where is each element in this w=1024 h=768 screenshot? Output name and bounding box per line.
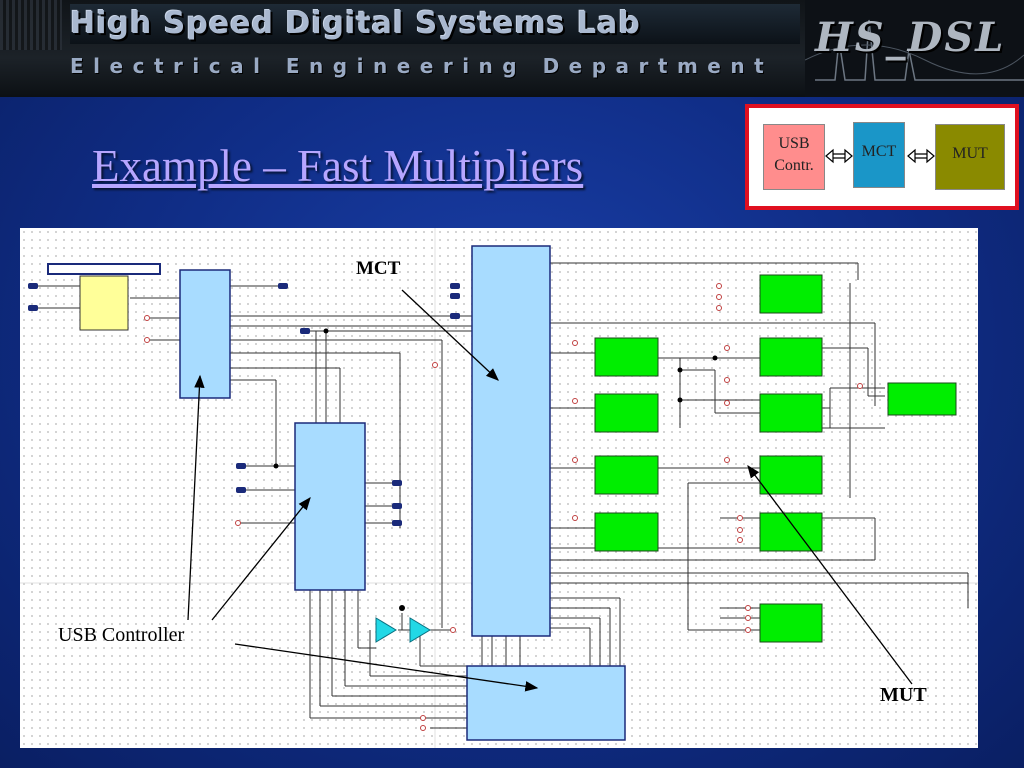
- mut-block-2: [594, 337, 659, 377]
- legend-mut-label: MUT: [952, 145, 988, 162]
- legend-mct-label: MCT: [861, 143, 897, 160]
- mct-block: [471, 245, 551, 637]
- mut-block-11: [759, 603, 823, 643]
- callout-arrows: [187, 289, 913, 692]
- mut-callout-label: MUT: [880, 684, 927, 706]
- io-pins: [28, 283, 460, 526]
- usb-controller-block-middle: [294, 422, 366, 591]
- input-bus-bar: [47, 263, 161, 275]
- input-register-block: [79, 275, 129, 331]
- department-title: Electrical Engineering Department: [70, 54, 774, 78]
- mut-block-3: [759, 337, 823, 377]
- block-legend: USB Contr. MCT MUT: [745, 104, 1019, 210]
- lab-banner: High Speed Digital Systems Lab Electrica…: [0, 0, 1024, 97]
- legend-mct: MCT: [853, 122, 905, 188]
- arrow-to-mut: [747, 464, 913, 685]
- legend-mut: MUT: [935, 124, 1005, 190]
- mut-block-4: [594, 393, 659, 433]
- mut-block-7: [594, 455, 659, 495]
- legend-double-arrow-mct-mut: [907, 148, 935, 164]
- mut-block-6: [887, 382, 957, 416]
- arrow-to-mct: [401, 289, 499, 381]
- mut-block-1: [759, 274, 823, 314]
- schematic-drawing: [20, 228, 978, 748]
- hsdsl-logo-graphic: [805, 0, 1024, 97]
- schematic-canvas: MCT USB Controller MUT: [20, 228, 978, 748]
- slide-title: Example – Fast Multipliers: [92, 141, 584, 191]
- buffer-gate-1: [375, 617, 397, 643]
- hsdsl-logo-text: HS_DSL: [815, 14, 1006, 61]
- lab-title: High Speed Digital Systems Lab: [70, 4, 800, 44]
- banner-decoration: [0, 0, 62, 50]
- mut-blocks: [594, 274, 957, 643]
- arrow-usb-to-upper: [187, 374, 205, 621]
- mut-block-5: [759, 393, 823, 433]
- mut-block-10: [759, 512, 823, 552]
- mut-block-8: [759, 455, 823, 495]
- wire-junctions: [273, 328, 718, 611]
- port-circles: [144, 283, 863, 731]
- arrow-usb-to-lower: [234, 643, 539, 692]
- arrow-usb-to-middle: [211, 496, 311, 621]
- buffer-gate-2: [409, 617, 431, 643]
- legend-usb-label-line1: USB: [778, 135, 810, 152]
- usb-controller-callout-label: USB Controller: [58, 624, 185, 646]
- mut-block-9: [594, 512, 659, 552]
- legend-double-arrow-usb-mct: [825, 148, 853, 164]
- usb-controller-block-upper: [179, 269, 231, 399]
- mct-callout-label: MCT: [356, 258, 401, 279]
- usb-controller-block-lower: [466, 665, 626, 741]
- wires: [34, 262, 969, 729]
- legend-usb-label-line2: Contr.: [774, 157, 814, 174]
- legend-arrows: [825, 148, 935, 164]
- legend-usb-controller: USB Contr.: [763, 124, 825, 190]
